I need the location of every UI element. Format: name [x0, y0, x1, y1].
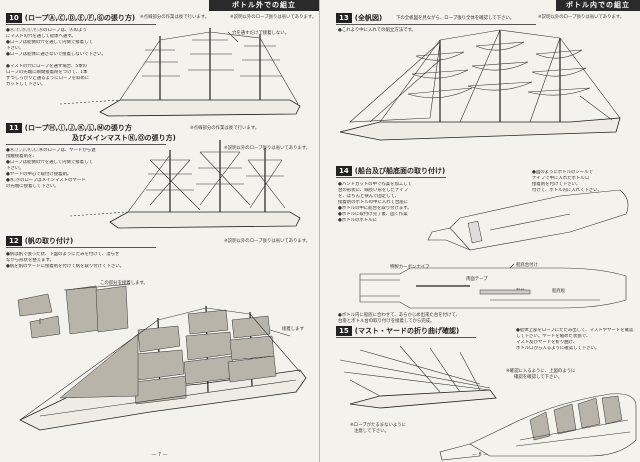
instruction-line: ながら形状を整えます。 — [6, 258, 54, 263]
section-14-instructions-right: ●図のようにボトルのシールで ナイフで中に入れたボトル口 接着剤を付けて下さい。… — [532, 170, 632, 194]
label-bottom-plate: 船底板 — [552, 289, 566, 294]
right-page: ボトル内での組立 13 (全帆図) 下の全帆図を見ながら、ロープ張り全体を確認し… — [320, 0, 640, 462]
left-page-header: ボトル外での組立 — [209, 0, 319, 11]
instruction-line: 下さい。 — [6, 166, 24, 171]
section-14-rule — [336, 177, 446, 178]
instruction-line: ●ロープは船側の穴を通して内側で接着して — [6, 40, 93, 45]
section-15-callout-2b: 注意して下さい。 — [354, 429, 389, 434]
instruction-line: ●ロープは船体に通さないで接着しないで下さい。 — [6, 52, 106, 57]
section-15-callout-1b: 確認を確認して下さい。 — [514, 375, 563, 380]
instruction-line: の先端に接着して下さい。 — [6, 184, 59, 189]
right-page-footer: — 8 — — [471, 452, 489, 458]
section-14-instructions-left: ●ハンドカットの中で作業を加工して 台の形状に、細長い形をしたナイフ を、ぱちん… — [338, 182, 438, 224]
instruction-line: ●船体上部をロープにたたみ出して、マストやヤードを確認 — [516, 328, 634, 333]
section-15-rule — [336, 337, 476, 338]
instruction-line: ●帆を帆のヤードに接着剤を付けて帆を取り付けて下さい。 — [6, 264, 124, 269]
instruction-line: ●Ⓗ,Ⓘ,Ⓙ,Ⓚ,Ⓛ,Ⓜのロープは、ヤードから連 — [6, 148, 96, 153]
section-12-callout-1: この部分を接着します。 — [100, 281, 148, 286]
section-11-instructions: ●Ⓗ,Ⓘ,Ⓙ,Ⓚ,Ⓛ,Ⓜのロープは、ヤードから連 接触接着剤を、 ●ロープは船側… — [6, 148, 96, 190]
section-12-number: 12 — [6, 236, 22, 246]
instruction-line: 接触接着剤を、 — [6, 154, 37, 159]
section-14-bottom-note-1: ●ボトル内に船底に合わせて、あらかじめ出来た台を付けて、 — [338, 313, 460, 318]
instruction-line: 下さい。 — [6, 46, 24, 51]
section-12-title: 12 (帆の取り付け) — [6, 236, 73, 246]
section-11-ship-diagram — [69, 140, 301, 229]
section-13-number: 13 — [336, 13, 352, 23]
instruction-line: ●ボトルの中に船台を取り付けます。 — [338, 206, 412, 211]
instruction-line: 台の形状に、細長い形をしたナイフ — [338, 188, 409, 193]
instruction-line: ●Ⓝ,Ⓞのロープはメインマストのヤード — [6, 178, 86, 183]
section-10-number: 10 — [6, 13, 22, 23]
section-11-heading-2: 及びメインマストⓃ,Ⓞの張り方) — [72, 134, 176, 142]
right-page-header: ボトル内での組立 — [556, 0, 640, 11]
section-11-subtitle: 及びメインマストⓃ,Ⓞの張り方) — [72, 133, 176, 143]
instruction-line: ●ハンドカットの中で作業を加工して — [338, 182, 412, 187]
instruction-line: にマストの穴を通して船体へ通す。 — [6, 34, 76, 39]
section-11-note-right: ※説明以外のロープ張りは省いてあります。 — [224, 146, 311, 151]
section-15-callout-2: ※ロープがたるまないように — [350, 423, 407, 428]
label-carbon-knife: 特製カーボンナイフ — [390, 265, 430, 270]
section-10-title: 10 (ロープⒶ,Ⓒ,Ⓓ,Ⓔ,Ⓕ,Ⓖの張り方) — [6, 13, 135, 23]
section-13-title: 13 (全帆図) — [336, 13, 382, 23]
label-base-bar: 船底台付け — [516, 263, 538, 268]
section-15-number: 15 — [336, 326, 352, 336]
instruction-line: ●ロープは船側の穴を通して内側で接着して — [6, 160, 93, 165]
section-12-note-right: ※説明以外のロープ張りは省いてあります。 — [224, 239, 311, 244]
instruction-line: を、ぱちんと挟んで固定して、 — [338, 194, 399, 199]
instruction-line: ●ボトルのボトルに — [338, 218, 377, 223]
instruction-line: 接着剤のボトルの中に入れて台座に — [338, 200, 409, 205]
section-10-callout: 穴を通すだけで接着しない。 — [232, 31, 290, 36]
section-11-rule — [6, 144, 166, 145]
section-11-title: 11 (ロープⒽ,Ⓘ,Ⓙ,Ⓚ,Ⓛ,Ⓜの張り方 — [6, 123, 132, 133]
section-10-rule — [6, 24, 156, 25]
section-13-intro: 下の全帆図を見ながら、ロープ張り全体を確認して下さい。 — [396, 16, 515, 21]
section-11-note-top: ※点線部分の作業は後で行います。 — [190, 126, 260, 131]
section-13-intro-2: ●これより中に入れての組立方法です。 — [338, 28, 416, 33]
section-10-note-right: ※説明以外のロープ張りは省いてあります。 — [230, 15, 317, 20]
instruction-line: ボトル口から入るように確認して下さい。 — [516, 346, 600, 351]
instruction-line: ずつしっかりと通るようにロープを斜めに — [6, 76, 90, 81]
section-12-callout-2: 接着します — [282, 327, 304, 332]
section-14-bottom-note-2: 台座とボトル台の取り付けを接着してから完成。 — [338, 319, 435, 324]
section-13-note-right: ※説明以外のロープ張りは省いてあります。 — [538, 15, 625, 20]
section-12-heading: (帆の取り付け) — [24, 237, 74, 245]
section-14-bottle-diagram — [359, 189, 629, 309]
section-14-heading: (船台及び船底面の取り付け) — [354, 167, 446, 175]
section-15-folding-diagram — [339, 345, 637, 461]
section-13-rule — [336, 24, 536, 25]
section-12-instructions: ●帆は帆で張った状、下図のようにたみを付けて、湿らせ ながら形状を整えます。 ●… — [6, 252, 226, 270]
label-double-sided-tape: 両面テープ — [466, 277, 488, 282]
section-15-callout-1: ※確認に入るように、上図のように — [506, 369, 576, 374]
section-13-heading: (全帆図) — [354, 14, 383, 22]
instruction-line: ●図のようにボトルのシールで — [532, 170, 593, 175]
instruction-line: ロープの先端に瞬間接着剤をつけて、1本 — [6, 70, 88, 75]
left-page-footer: — 7 — — [151, 452, 168, 458]
section-10-note-top: ※点線部分の作業は後で行います。 — [140, 15, 210, 20]
section-14-number: 14 — [336, 166, 352, 176]
section-15-title: 15 (マスト・ヤードの折り曲げ確認) — [336, 326, 459, 336]
section-14-title: 14 (船台及び船底面の取り付け) — [336, 166, 445, 176]
instruction-line: カットして下さい。 — [6, 82, 46, 87]
section-15-heading: (マスト・ヤードの折り曲げ確認) — [354, 327, 460, 335]
section-11-heading: (ロープⒽ,Ⓘ,Ⓙ,Ⓚ,Ⓛ,Ⓜの張り方 — [24, 124, 132, 132]
section-13-full-sail-diagram — [339, 29, 621, 141]
section-10-instructions: ●Ⓐ,Ⓒ,Ⓓ,Ⓔ,Ⓕ,Ⓖのロープは、Ⓐのよう にマストの穴を通して船体へ通す。 … — [6, 28, 106, 88]
left-page: ボトル外での組立 10 (ロープⒶ,Ⓒ,Ⓓ,Ⓔ,Ⓕ,Ⓖの張り方) ※点線部分の作… — [0, 0, 320, 462]
instruction-line: 付けて、ボトル内に入れて下さい。 — [532, 188, 602, 193]
instruction-line: 接着剤を付けて下さい。 — [532, 182, 581, 187]
section-11-number: 11 — [6, 123, 22, 133]
instruction-line: ●ボトルに取付け完了後、固く作業 — [338, 212, 408, 217]
instruction-line: ナイフで中に入れたボトル口 — [532, 176, 590, 181]
section-15-instructions: ●船体上部をロープにたたみ出して、マストやヤードを確認 して下さい。ヤードを縮め… — [516, 328, 636, 352]
section-12-sail-diagram — [17, 283, 307, 431]
instruction-line: ●Ⓐ,Ⓒ,Ⓓ,Ⓔ,Ⓕ,Ⓖのロープは、Ⓐのよう — [6, 28, 87, 33]
section-10-ship-diagram — [59, 28, 301, 117]
instruction-line: ●ヤードの中心で取付け接着剤。 — [6, 172, 72, 177]
section-12-rule — [6, 247, 156, 248]
section-10-heading: (ロープⒶ,Ⓒ,Ⓓ,Ⓔ,Ⓕ,Ⓖの張り方) — [24, 14, 136, 22]
instruction-line: マスト及びヤードを折り曲げ、 — [516, 340, 578, 345]
instruction-line: ●帆は帆で張った状、下図のようにたみを付けて、湿らせ — [6, 252, 120, 257]
instruction-line: ●マストの穴にロープを通す場合、5本の — [6, 64, 88, 69]
instruction-line: して下さい。ヤードを縮めた状態で、 — [516, 334, 591, 339]
